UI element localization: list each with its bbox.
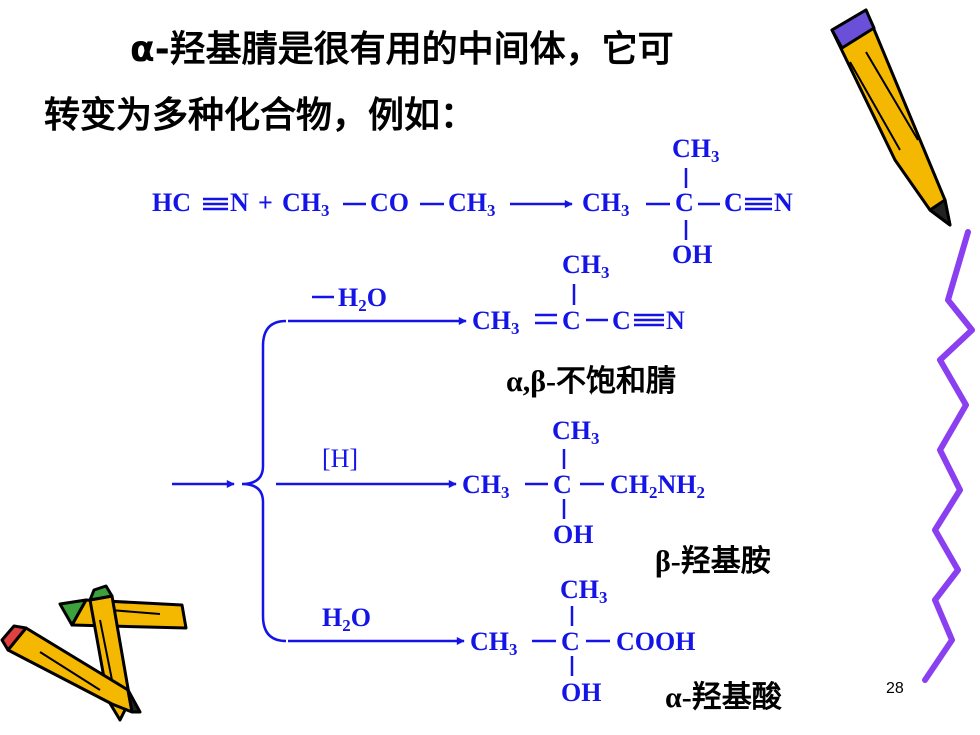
branch1-cn-c: C <box>612 306 631 335</box>
reactant-hcn-hc: HC <box>152 188 191 217</box>
branch2-central-c: C <box>553 470 572 499</box>
branch2-ch2nh2: CH2NH2 <box>610 470 705 503</box>
branch3-ch3-left: CH3 <box>470 627 518 660</box>
branch3-product-name: α-羟基酸 <box>665 681 782 714</box>
branch3-reagent: H2O <box>322 603 371 636</box>
branch1-ch3-left: CH3 <box>472 306 520 339</box>
branch3-ch3-top: CH3 <box>560 575 608 608</box>
product1-cn-c: C <box>724 188 743 217</box>
branch3-oh: OH <box>561 678 602 707</box>
reactant-acetone-ch3-b: CH3 <box>448 188 496 221</box>
product1-oh: OH <box>672 240 713 269</box>
branch1-reagent: H2O <box>338 283 387 316</box>
branch2-oh: OH <box>553 520 594 549</box>
branch1-central-c: C <box>562 306 581 335</box>
intro-line-2: 转变为多种化合物，例如： <box>44 95 477 136</box>
product1-ch3-top: CH3 <box>672 134 720 167</box>
reactant-acetone-co: CO <box>370 188 409 217</box>
reactant-hcn-n: N <box>230 188 249 217</box>
branch3-cooh: COOH <box>616 627 696 656</box>
page-number: 28 <box>886 680 904 697</box>
branch2-ch3-left: CH3 <box>462 470 510 503</box>
branch2-reagent: [H] <box>322 444 359 473</box>
plus-sign: + <box>258 188 273 217</box>
branch2-product-name: β-羟基胺 <box>655 545 771 578</box>
product1-cn-n: N <box>774 188 793 217</box>
branch3-central-c: C <box>561 627 580 656</box>
branch1-ch3-top: CH3 <box>562 250 610 283</box>
branch1-product-name: α,β-不饱和腈 <box>506 365 677 398</box>
branch1-cn-n: N <box>666 306 685 335</box>
product1-ch3-left: CH3 <box>582 188 630 221</box>
branch2-ch3-top: CH3 <box>552 416 600 449</box>
product1-central-c: C <box>675 188 694 217</box>
reactant-acetone-ch3-a: CH3 <box>282 188 330 221</box>
intro-line-1: α-羟基腈是很有用的中间体，它可 <box>130 29 674 70</box>
